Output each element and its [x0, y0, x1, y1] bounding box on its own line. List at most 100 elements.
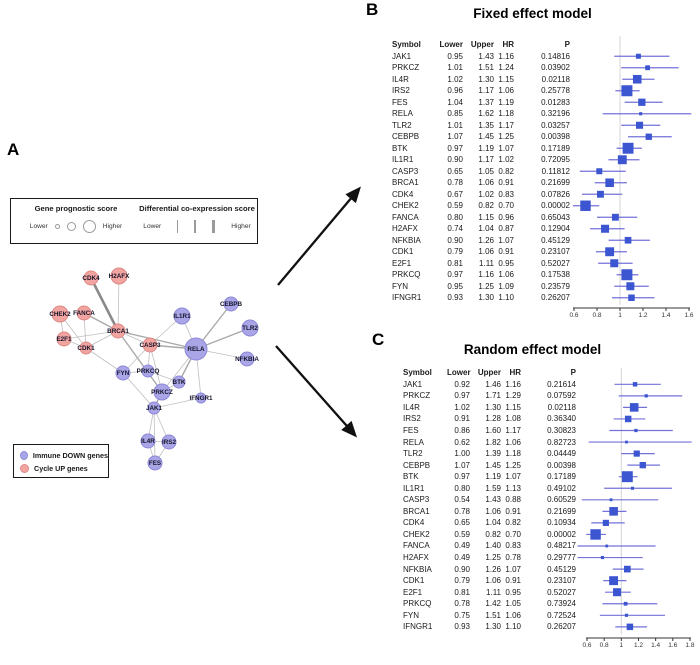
- value-cell: 0.85: [447, 109, 463, 119]
- gene-node-label: CEBPB: [220, 301, 242, 308]
- gene-node-label: FYN: [117, 370, 130, 377]
- value-cell: 0.45129: [547, 564, 576, 574]
- gene-node: [173, 307, 191, 325]
- hr-square: [630, 486, 634, 490]
- value-cell: 0.00002: [547, 529, 576, 539]
- value-cell: 1.45: [478, 132, 494, 142]
- hr-square: [639, 112, 643, 116]
- hr-square: [621, 471, 633, 483]
- value-cell: 0.95: [505, 587, 521, 597]
- value-cell: 0.60529: [547, 495, 576, 505]
- hr-square: [645, 65, 650, 71]
- cycle-up-dot-icon: [20, 464, 29, 473]
- hr-square: [624, 236, 632, 244]
- prognostic-higher-label: Higher: [102, 223, 123, 230]
- value-cell: 1.17: [505, 426, 521, 435]
- x-axis-tick-label: 1: [620, 642, 624, 649]
- x-axis-tick-label: 0.8: [592, 312, 601, 319]
- value-cell: 1.71: [485, 391, 501, 401]
- column-header: Lower: [439, 40, 463, 50]
- value-cell: 1.06: [485, 506, 501, 516]
- value-cell: 0.00398: [541, 132, 570, 142]
- arrow-to-panel-b: [277, 186, 361, 286]
- value-cell: 0.78: [447, 178, 463, 188]
- hr-square: [623, 565, 631, 573]
- gene-node-label: CDK1: [77, 345, 95, 352]
- gene-node: [195, 392, 207, 404]
- thick-line-icon: [212, 220, 216, 233]
- value-cell: 1.25: [478, 281, 494, 291]
- value-cell: 0.36340: [547, 414, 576, 424]
- hr-square: [624, 415, 632, 423]
- hr-square: [624, 613, 629, 617]
- value-cell: 0.02118: [541, 74, 570, 84]
- gene-symbol-cell: FYN: [403, 610, 419, 620]
- value-cell: 0.91: [505, 506, 521, 516]
- prognostic-lower-label: Lower: [29, 223, 48, 230]
- value-cell: 0.80: [447, 212, 463, 222]
- value-cell: 0.17538: [541, 270, 570, 280]
- value-cell: 1.25: [485, 553, 501, 563]
- value-cell: 0.59: [447, 201, 463, 211]
- gene-symbol-cell: BTK: [403, 472, 419, 482]
- gene-node-label: RELA: [187, 346, 205, 353]
- value-cell: 0.52027: [547, 587, 576, 597]
- gene-symbol-cell: PRKCQ: [392, 270, 421, 280]
- value-cell: 0.23107: [547, 576, 576, 586]
- value-cell: 1.43: [478, 51, 494, 61]
- column-header: Symbol: [403, 368, 432, 378]
- value-cell: 0.21699: [547, 506, 576, 516]
- hr-square: [636, 121, 644, 129]
- value-cell: 1.01: [447, 63, 463, 73]
- value-cell: 1.06: [478, 247, 494, 257]
- hr-square: [634, 428, 638, 433]
- gene-symbol-cell: CEBPB: [392, 132, 420, 142]
- value-cell: 1.01: [447, 120, 463, 130]
- gene-symbol-cell: FES: [392, 97, 408, 107]
- value-cell: 0.91: [505, 576, 521, 586]
- gene-group-legend-box: Immune DOWN genes Cycle UP genes: [13, 444, 109, 478]
- gene-node-label: IRS2: [162, 439, 176, 446]
- value-cell: 0.91: [498, 178, 514, 188]
- panel-c-title: Random effect model: [463, 342, 602, 357]
- gene-symbol-cell: FANCA: [392, 212, 419, 222]
- network-edge: [153, 397, 202, 409]
- value-cell: 0.82: [498, 166, 514, 176]
- gene-node: [153, 383, 171, 401]
- hr-square: [629, 403, 639, 412]
- value-cell: 0.23579: [541, 281, 570, 291]
- hr-square: [617, 155, 627, 165]
- gene-node: [79, 341, 93, 355]
- value-cell: 1.19: [485, 472, 501, 482]
- value-cell: 1.30: [485, 622, 501, 632]
- value-cell: 1.10: [505, 622, 521, 632]
- value-cell: 0.78: [454, 506, 470, 516]
- value-cell: 1.82: [485, 437, 501, 447]
- value-cell: 1.18: [505, 449, 521, 459]
- value-cell: 1.11: [486, 587, 501, 597]
- gene-node: [147, 401, 161, 415]
- hr-square: [601, 224, 610, 233]
- value-cell: 0.82: [485, 529, 501, 539]
- value-cell: 1.16: [498, 51, 514, 61]
- value-cell: 1.51: [478, 63, 494, 73]
- hr-square: [596, 168, 603, 175]
- thin-line-icon: [177, 220, 179, 233]
- hr-square: [626, 623, 634, 631]
- gene-node-label: FANCA: [73, 310, 95, 317]
- coexpression-score-legend: Differential co-expression score Lower H…: [139, 204, 255, 233]
- column-header: HR: [509, 368, 521, 378]
